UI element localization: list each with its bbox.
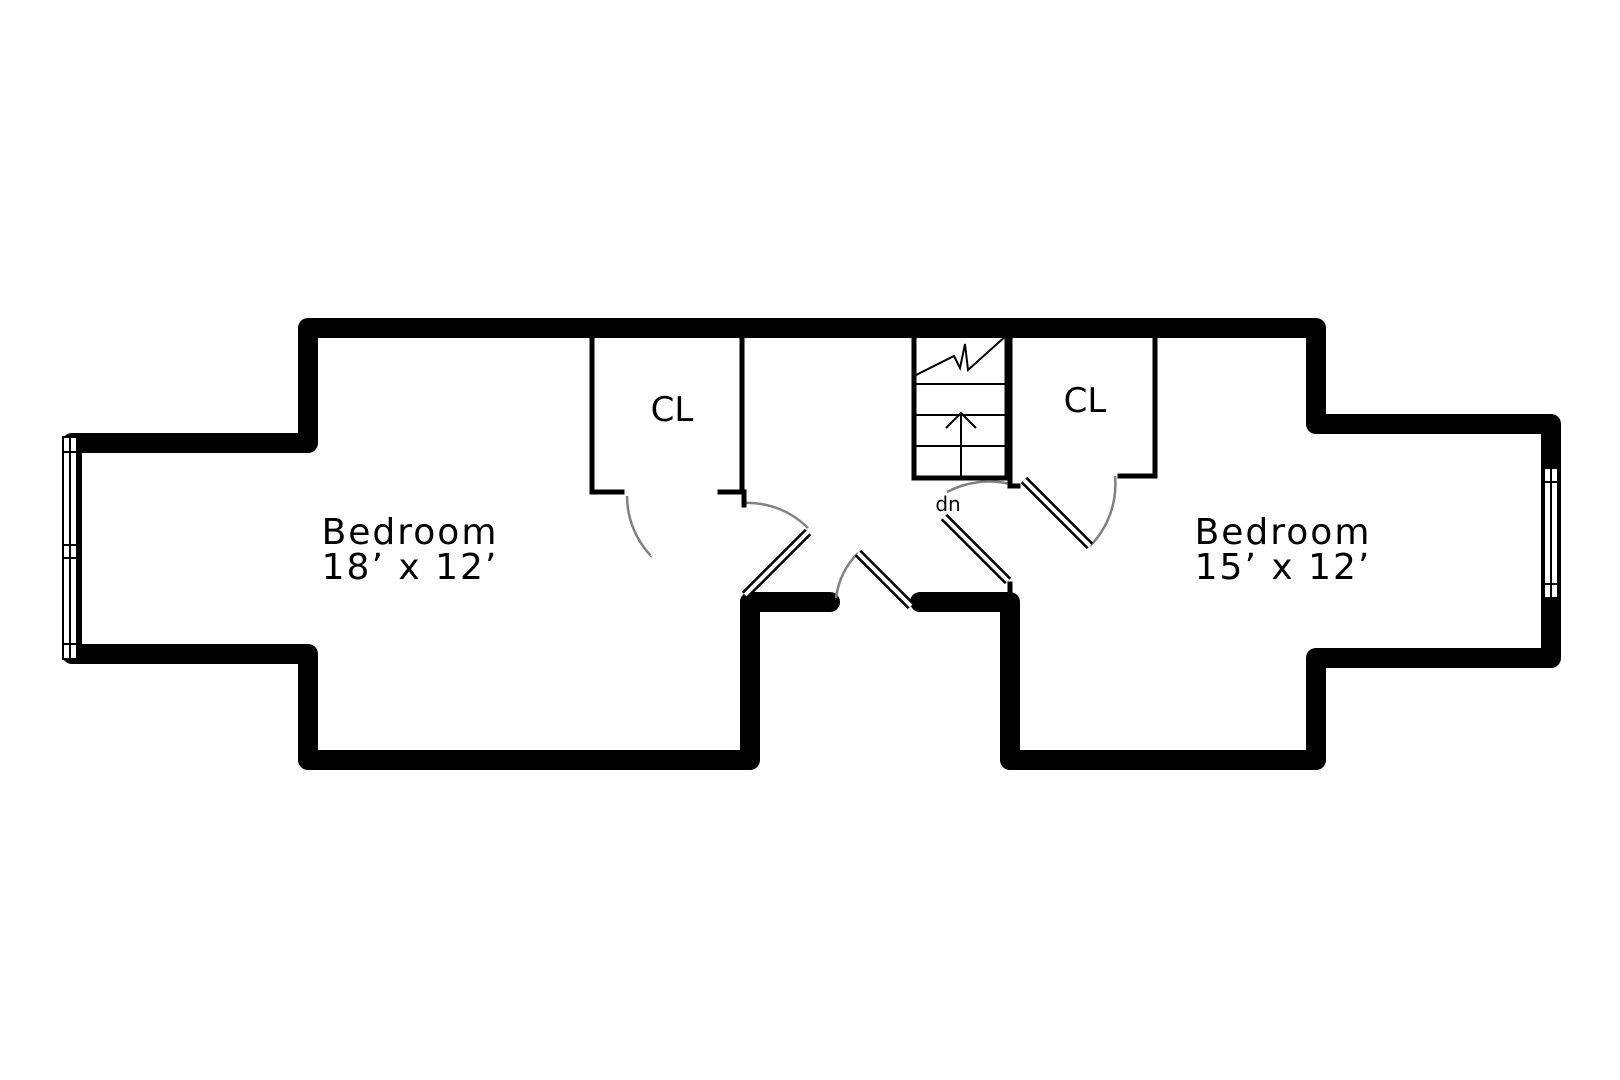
hall-entry-door <box>834 549 915 610</box>
stair-hall-door <box>940 480 1013 603</box>
closet-right-door <box>1020 475 1117 550</box>
closet-left-door <box>625 492 719 559</box>
staircase <box>911 334 1010 481</box>
window-right <box>1543 467 1559 599</box>
right-closet-label: CL <box>1064 381 1107 421</box>
window-left <box>62 436 78 660</box>
closet-right-walls <box>1007 335 1158 489</box>
bedroom-left-door <box>741 489 812 599</box>
left-bedroom-size: 18’ x 12’ <box>322 547 499 588</box>
stairs-label: dn <box>935 492 960 516</box>
right-bedroom-size: 15’ x 12’ <box>1195 547 1372 588</box>
left-closet-label: CL <box>651 390 694 430</box>
right-bedroom-name: Bedroom <box>1195 512 1372 553</box>
exterior-wall-left-wing <box>62 318 1561 770</box>
left-bedroom-name: Bedroom <box>322 512 499 553</box>
